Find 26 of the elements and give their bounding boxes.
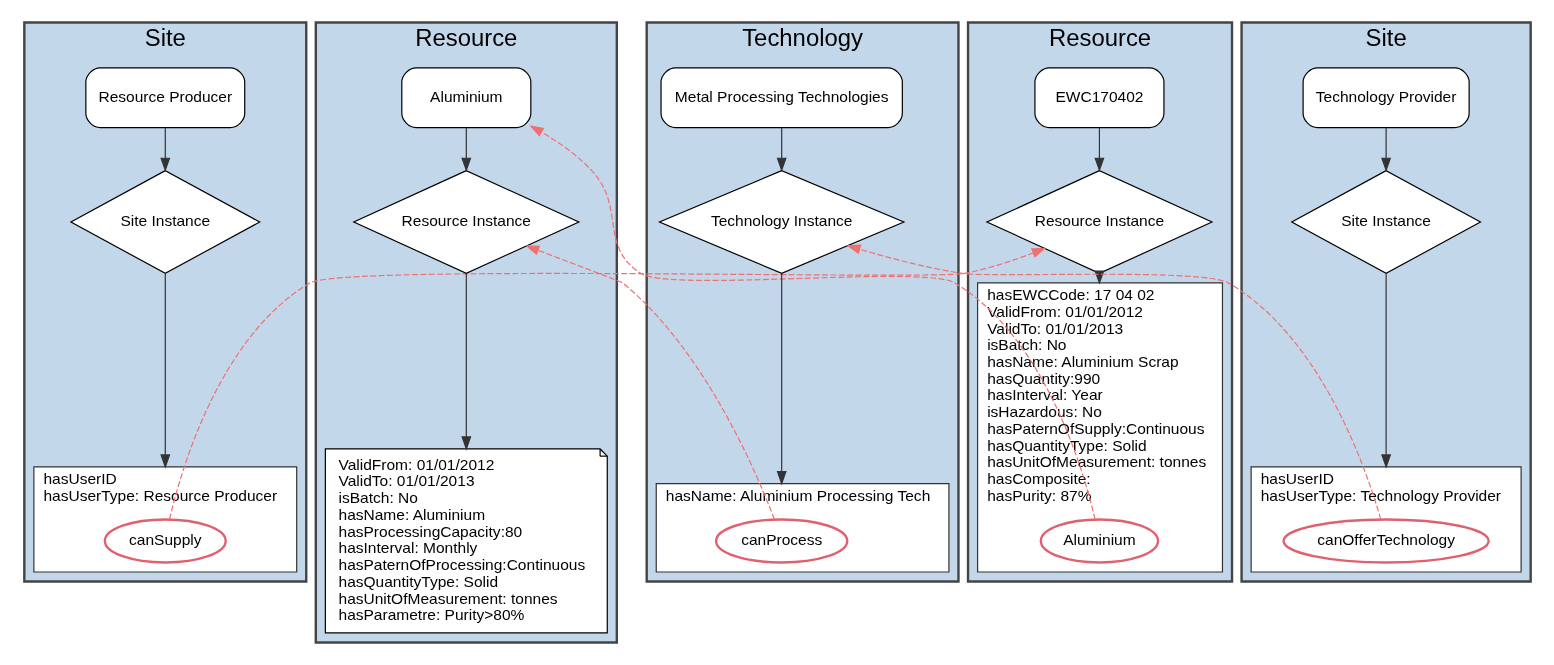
node-diamond: Technology Instance [657,170,905,274]
node-diamond: Resource Instance [351,170,580,275]
node-ellipse: canSupply [103,518,227,564]
node-box: Technology Provider [1302,67,1470,129]
node-ellipse: Aluminium [1039,518,1159,564]
arrow [845,244,1381,520]
arrow [776,273,787,486]
arrow [159,127,170,172]
arrow [159,273,170,469]
arrow [1380,273,1391,469]
arrow [524,245,775,520]
arrow [1093,127,1104,172]
node-box: Resource Producer [84,67,245,129]
node-box: Metal Processing Technologies [659,67,903,129]
node-ellipse: canOfferTechnology [1281,518,1490,564]
arrow [460,127,471,172]
arrow [168,247,1046,520]
arrow [528,125,1096,520]
arrow [1380,127,1391,172]
arrow [460,273,471,451]
node-box: Aluminium [400,67,531,129]
node-diamond: Site Instance [69,169,261,275]
arrow [776,127,787,172]
node-diamond: Site Instance [1290,169,1482,275]
node-box: EWC170402 [1033,67,1165,129]
node-ellipse: canProcess [714,518,848,564]
